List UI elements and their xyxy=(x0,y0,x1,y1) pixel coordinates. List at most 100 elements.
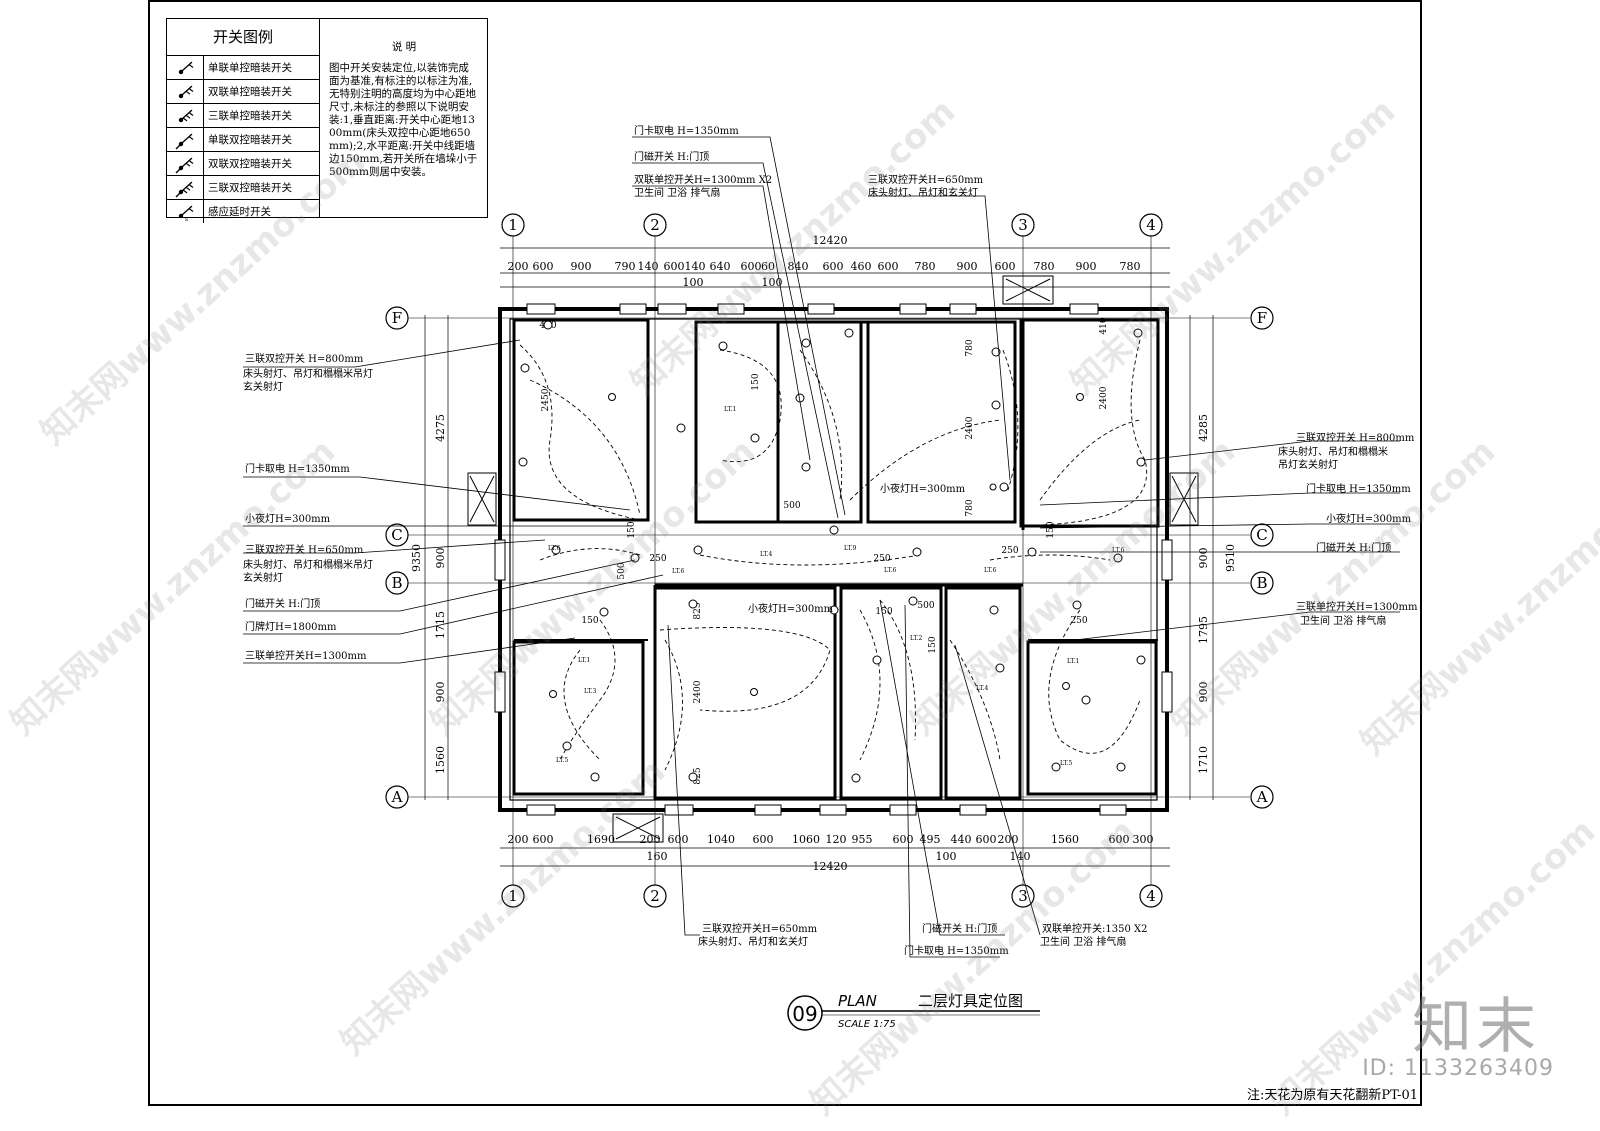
drawing-title-block: 09 PLAN SCALE 1:75 二层灯具定位图 xyxy=(787,992,1040,1031)
double-gang-two-way-switch-icon xyxy=(167,152,204,175)
dim-bottom-segment: 200 xyxy=(640,833,661,846)
interior-dimension: 500 xyxy=(783,501,800,511)
triple-gang-switch-icon xyxy=(167,104,204,127)
svg-text:3: 3 xyxy=(1018,216,1028,234)
interior-dimension: 2450 xyxy=(541,388,551,411)
dim-top-segment: 900 xyxy=(571,260,592,273)
dim-bottom-sub-1: 160 xyxy=(647,850,668,863)
dim-bottom-segment: 600 xyxy=(533,833,554,846)
grid-bubble-row-C-left: C xyxy=(385,523,409,547)
legend-item-label: 双联单控暗装开关 xyxy=(208,86,292,98)
windows xyxy=(494,303,1173,816)
fixture-tag: LT.6 xyxy=(884,567,897,574)
sheet-border xyxy=(148,0,1422,1106)
notes-title: 说 明 xyxy=(391,41,417,53)
callout-mid-night-light-upper: 小夜灯H=300mm xyxy=(880,482,966,495)
dim-bottom-sub-2: 100 xyxy=(936,850,957,863)
fixture-tag: LT.5 xyxy=(556,757,569,764)
svg-text:2: 2 xyxy=(650,887,660,905)
interior-dimension: 2400 xyxy=(1099,386,1109,409)
dim-top-sub-1: 100 xyxy=(683,276,704,289)
dim-top-segment: 640 xyxy=(710,260,731,273)
callout-top-triple-two-way: 三联双控开关H=650mm xyxy=(868,173,984,186)
dim-top-segment: 600 xyxy=(741,260,762,273)
double-gang-switch-icon xyxy=(167,80,204,103)
dim-left-segment: 900 xyxy=(434,682,447,703)
legend-item-label: 单联单控暗装开关 xyxy=(208,62,292,74)
legend-item-label: 感应延时开关 xyxy=(208,206,271,218)
interior-dimension: 825 xyxy=(693,767,703,784)
callout-left-card-switch: 门卡取电 H=1350mm xyxy=(245,462,350,475)
light-fixtures xyxy=(518,320,1146,783)
fixture-tag: LT.4 xyxy=(976,685,989,692)
drawing-number-bubble xyxy=(787,995,823,1031)
callout-top-double-switch: 双联单控开关H=1300mm X2 xyxy=(634,173,772,186)
dim-top-total: 12420 xyxy=(813,234,848,247)
interior-dimension: 825 xyxy=(693,602,703,619)
callout-right-triple-800: 三联双控开关 H=800mm xyxy=(1296,431,1415,444)
dim-right-segment: 4285 xyxy=(1197,414,1210,442)
svg-text:3: 3 xyxy=(1018,887,1028,905)
grid-bubble-row-F-right: F xyxy=(1250,306,1274,330)
dim-top-segment: 60 xyxy=(761,260,775,273)
dim-bottom-segment: 120 xyxy=(826,833,847,846)
grid-bubble-col-4-bottom: 4 xyxy=(1139,884,1163,908)
legend-row: 双联单控暗装开关 xyxy=(167,80,319,104)
dim-bottom-total: 12420 xyxy=(813,860,848,873)
dim-bottom-sub-3: 140 xyxy=(1010,850,1031,863)
callout-right-night-light: 小夜灯H=300mm xyxy=(1326,512,1412,525)
interior-dimension: 150 xyxy=(581,616,598,626)
callout-left-triple-650: 三联双控开关 H=650mm xyxy=(245,543,364,556)
dim-bottom-segment: 495 xyxy=(920,833,941,846)
dim-top-segment: 600 xyxy=(664,260,685,273)
legend-row: 三联单控暗装开关 xyxy=(167,104,319,128)
legend-item-label: 三联双控暗装开关 xyxy=(208,182,292,194)
legend-row: 单联单控暗装开关 xyxy=(167,56,319,80)
footnote: 注:天花为原有天花翻新PT-01 xyxy=(1246,1088,1418,1103)
ac-units xyxy=(467,275,1199,843)
dim-bottom-segment: 200 xyxy=(998,833,1019,846)
dim-right-segment: 900 xyxy=(1197,548,1210,569)
interior-dimension: 150 xyxy=(627,521,637,538)
svg-text:1: 1 xyxy=(508,216,518,234)
interior-dimension: 150 xyxy=(875,607,892,617)
legend-row: 双联双控暗装开关 xyxy=(167,152,319,176)
grid-bubble-col-3-bottom: 3 xyxy=(1011,884,1035,908)
callout-bottom-triple-650-desc: 床头射灯、吊灯和玄关灯 xyxy=(698,935,808,948)
callout-right-triple-single: 三联单控开关H=1300mm xyxy=(1296,600,1418,613)
dim-top-segment: 900 xyxy=(957,260,978,273)
dim-left-segment: 900 xyxy=(434,548,447,569)
interior-dimension: 500 xyxy=(617,562,627,579)
fixture-tag: LT.6 xyxy=(984,567,997,574)
plan-word: PLAN xyxy=(838,992,877,1010)
callout-bottom-triple-650: 三联双控开关H=650mm xyxy=(702,922,818,935)
drawing-number: 09 xyxy=(792,1002,817,1026)
interior-dimension: 150 xyxy=(1046,521,1056,538)
legend-row: 三联双控暗装开关 xyxy=(167,176,319,200)
dim-top-sub-2: 100 xyxy=(762,276,783,289)
dim-top-segment: 780 xyxy=(915,260,936,273)
dim-top-segment: 140 xyxy=(685,260,706,273)
callout-left-triple-single: 三联单控开关H=1300mm xyxy=(245,649,367,662)
callout-top-triple-two-way-desc: 床头射灯、吊灯和玄关灯 xyxy=(868,186,978,199)
callout-top-card-switch: 门卡取电 H=1350mm xyxy=(634,124,739,137)
circuit-paths xyxy=(519,339,1147,771)
drawing-title: 二层灯具定位图 xyxy=(918,992,1023,1010)
callout-top-door-magnet: 门磁开关 H:门顶 xyxy=(634,150,709,163)
triple-gang-two-way-switch-icon xyxy=(167,176,204,199)
dim-left-segment: 1560 xyxy=(434,746,447,774)
callout-bottom-double-switch: 双联单控开关:1350 X2 xyxy=(1042,922,1147,935)
dim-bottom-segment: 200 xyxy=(508,833,529,846)
single-gang-switch-icon xyxy=(167,56,204,79)
interior-dimension: 410 xyxy=(1099,317,1109,334)
dim-bottom-segment: 440 xyxy=(951,833,972,846)
callout-right-triple-800-desc2: 吊灯玄关射灯 xyxy=(1278,458,1338,471)
sensor-delay-switch-icon: s xyxy=(167,200,204,223)
interior-dimension: 2400 xyxy=(693,680,703,703)
interior-dimension: 2400 xyxy=(965,416,975,439)
dim-bottom-segment: 1690 xyxy=(587,833,615,846)
legend-notes: 说 明 图中开关安装定位,以装饰完成面为基准,有标注的以标注为准,无特别注明的高… xyxy=(321,19,487,185)
grid-bubble-row-B-left: B xyxy=(385,571,409,595)
brand-logo: 知末 xyxy=(1412,992,1540,1062)
interior-dimension: 500 xyxy=(917,601,934,611)
